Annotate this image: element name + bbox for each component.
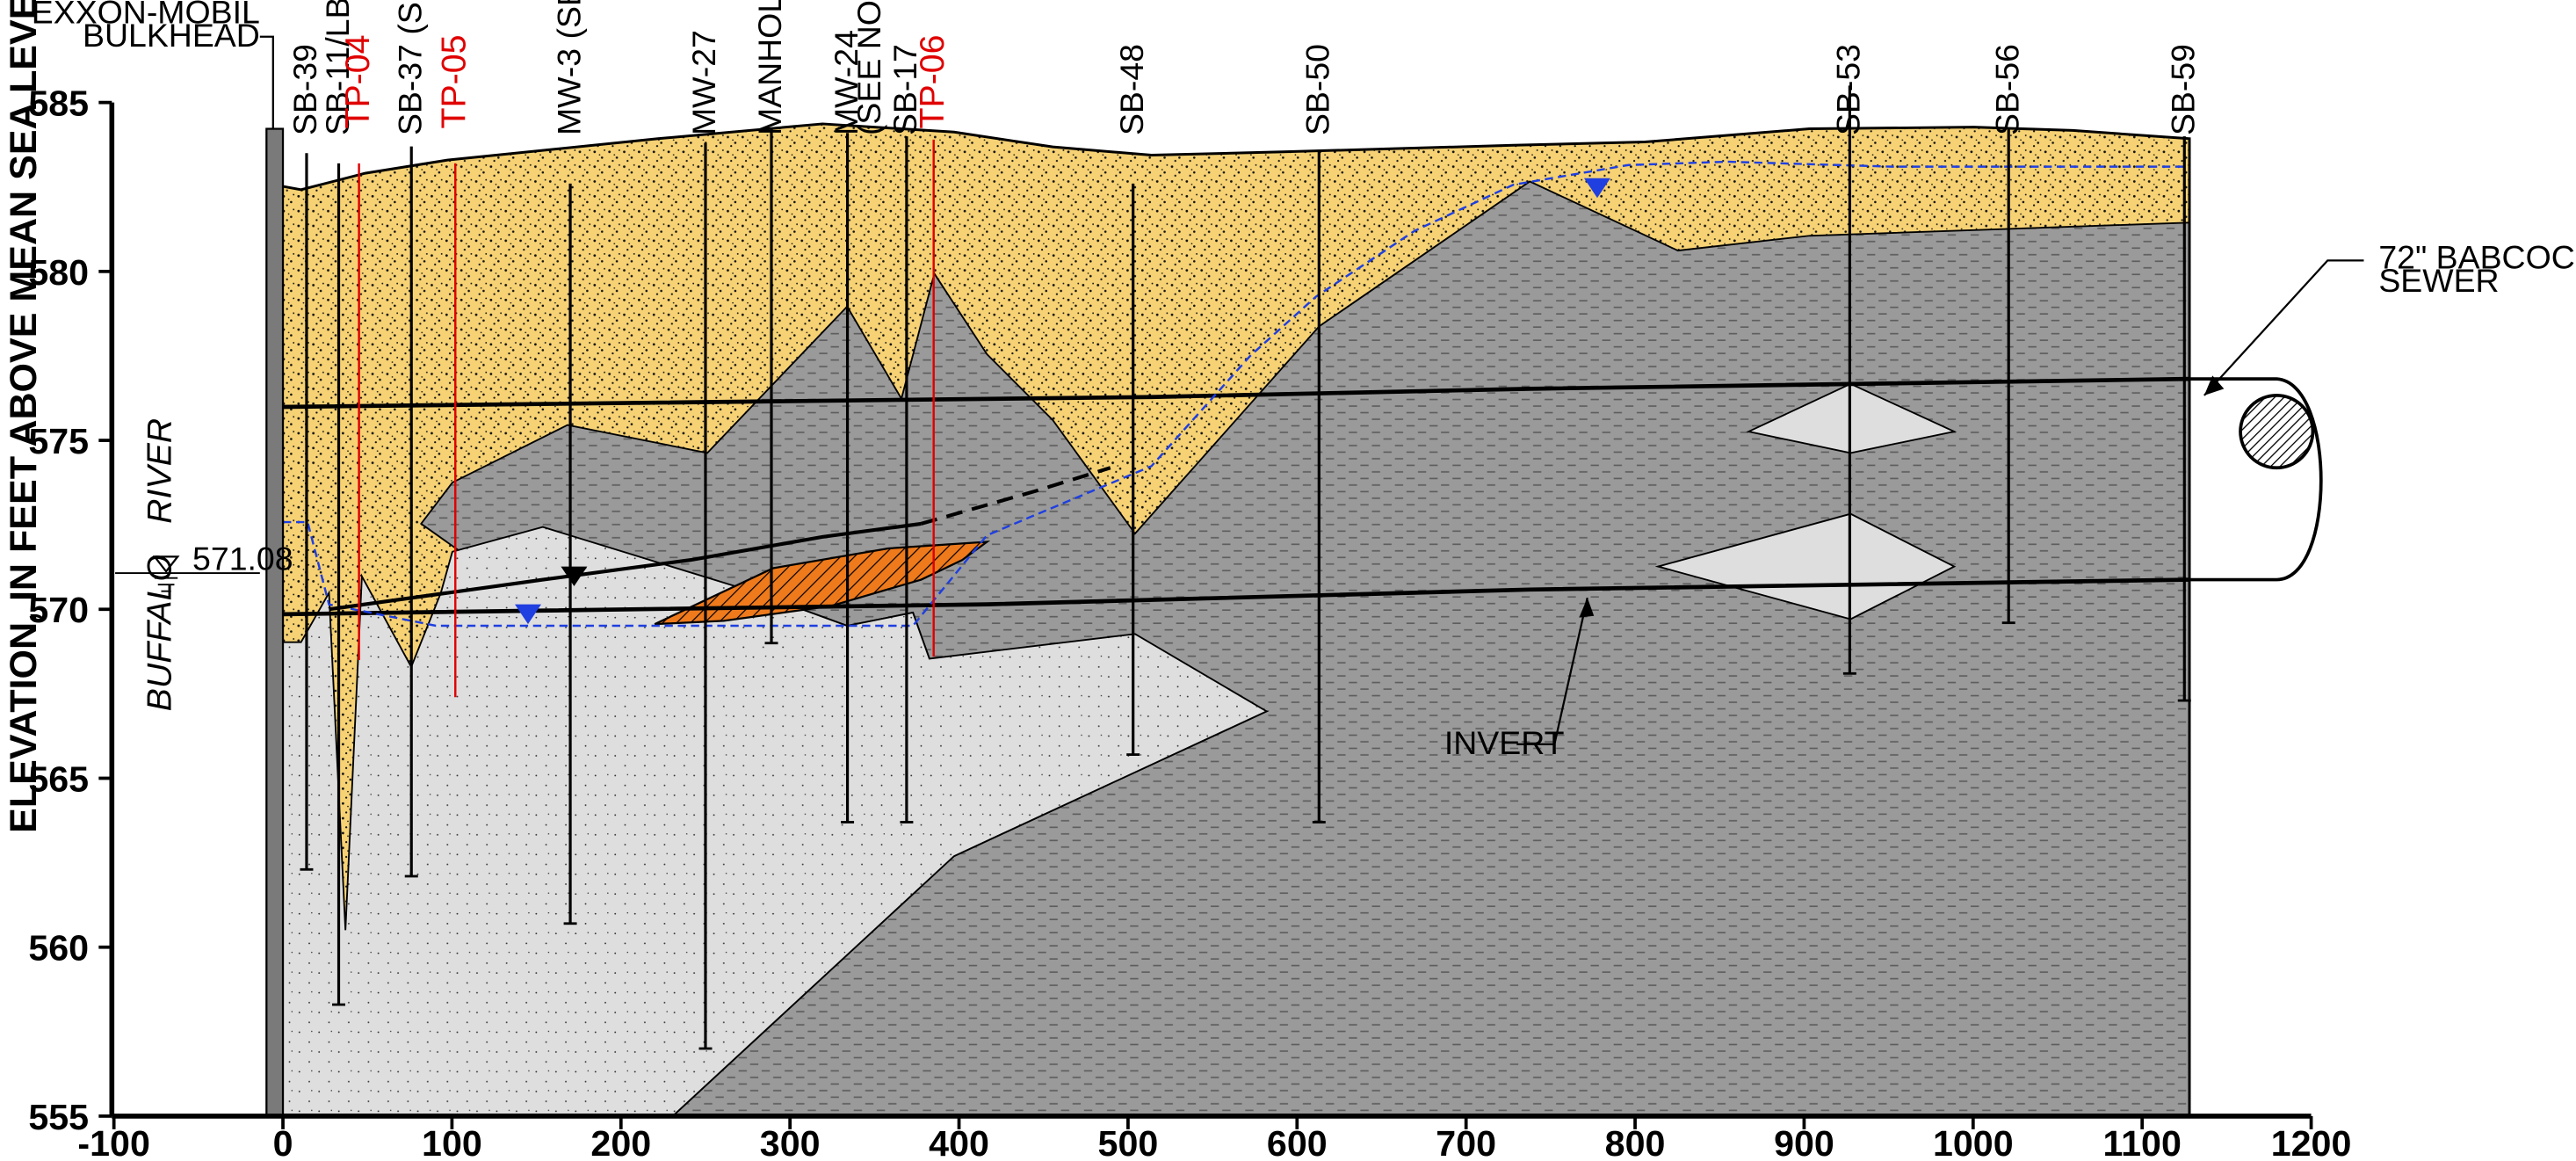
lnapl-extent-dashed bbox=[920, 466, 1111, 526]
x-tick-label: 1000 bbox=[1933, 1123, 2014, 1161]
groundwater-marker-blue-1 bbox=[515, 604, 541, 625]
x-tick-label: 200 bbox=[590, 1123, 651, 1161]
sewer-pipe-outline bbox=[2189, 377, 2323, 582]
boring-label: MW-24 bbox=[828, 30, 865, 135]
lnapl-extent-solid bbox=[329, 521, 922, 612]
buffalo-label: BUFFALO bbox=[141, 555, 179, 711]
sewer-invert-line bbox=[283, 577, 2190, 617]
x-tick-label: 0 bbox=[273, 1123, 293, 1161]
sewer-crown-line bbox=[283, 376, 2190, 410]
orange-lens bbox=[654, 541, 991, 626]
y-tick-label: 575 bbox=[28, 421, 89, 461]
x-tick-label: 500 bbox=[1098, 1123, 1159, 1161]
y-tick-label: 560 bbox=[28, 928, 89, 969]
x-tick-label: 300 bbox=[760, 1123, 821, 1161]
x-axis-ticks: -100 0 100 200 300 400 500 600 700 800 900 1000 1100… bbox=[77, 1115, 2352, 1161]
x-tick-label: 800 bbox=[1605, 1123, 1666, 1161]
y-axis-title: ELEVATION, IN FEET ABOVE MEAN SEA LEVEL bbox=[3, 0, 45, 833]
boring-label: TP-06 bbox=[913, 35, 952, 129]
boring-label: SB-50 bbox=[1299, 44, 1336, 135]
x-tick-label: 400 bbox=[929, 1123, 989, 1161]
sewer-leader bbox=[2203, 259, 2364, 396]
river-label: RIVER bbox=[141, 418, 179, 524]
x-tick-label: 1100 bbox=[2103, 1123, 2182, 1161]
y-tick-label: 565 bbox=[28, 758, 89, 799]
y-tick-label: 585 bbox=[28, 83, 89, 124]
boring-label: SB-53 bbox=[1830, 44, 1867, 135]
boring-label: SB-56 bbox=[1988, 44, 2025, 135]
y-axis-ticks: 555 560 565 570 575 580 585 bbox=[28, 83, 112, 1137]
strata bbox=[283, 123, 2190, 1115]
boring-label: SB-11/LB- bbox=[319, 0, 356, 135]
boring-label-2: (SEE NOTE bbox=[850, 0, 887, 135]
x-tick-label: -100 bbox=[77, 1123, 149, 1161]
water-level-label: 571.08 bbox=[192, 540, 293, 577]
boring-label: SB-37 (SEE bbox=[391, 0, 428, 135]
x-tick-label: 100 bbox=[422, 1123, 482, 1161]
bulkhead-leader bbox=[259, 35, 274, 129]
sewer-label-2: SEWER bbox=[2378, 262, 2499, 299]
bulkhead-label-2: BULKHEAD bbox=[83, 17, 260, 54]
boring-label: SB-48 bbox=[1113, 44, 1150, 135]
invert-leader bbox=[1516, 597, 1588, 745]
bulkhead-label-1: EXXON-MOBIL bbox=[32, 0, 260, 31]
boring-label: SB-17 bbox=[886, 44, 923, 135]
boring-label: SB-39 bbox=[286, 44, 323, 135]
sand-gravel-layer bbox=[283, 526, 1269, 1115]
invert-arrow-icon bbox=[1579, 598, 1595, 618]
y-tick-label: 580 bbox=[28, 252, 89, 293]
invert-label: INVERT bbox=[1444, 724, 1565, 761]
boring-label: TP-05 bbox=[434, 35, 473, 129]
groundwater-marker-blue-2 bbox=[1584, 178, 1610, 199]
water-level-icon bbox=[152, 555, 180, 574]
y-tick-label: 570 bbox=[28, 590, 89, 630]
sewer-pipe-section bbox=[2239, 393, 2315, 470]
boring-label: MANHOLE B bbox=[751, 0, 788, 135]
ground-surface bbox=[282, 122, 2191, 1115]
light-lens-upper bbox=[1746, 382, 1957, 454]
water-level-marker bbox=[115, 555, 260, 592]
boring-label: TP-04 bbox=[338, 35, 377, 129]
x-tick-label: 700 bbox=[1436, 1123, 1496, 1161]
light-lens-lower bbox=[1654, 512, 1957, 620]
x-tick-label: 600 bbox=[1267, 1123, 1328, 1161]
x-tick-label: 1200 bbox=[2271, 1123, 2352, 1161]
boring-label: SB-59 bbox=[2165, 44, 2202, 135]
bulkhead-wall bbox=[265, 127, 285, 1118]
sewer-label-1: 72" BABCOCK ST. bbox=[2378, 239, 2576, 276]
x-tick-label: 900 bbox=[1774, 1123, 1834, 1161]
water-table-line bbox=[283, 160, 2190, 628]
boring-label: MW-3 (SEE bbox=[550, 0, 587, 135]
y-tick-label: 555 bbox=[28, 1097, 89, 1137]
groundwater-marker-black bbox=[561, 566, 588, 587]
boring-label: MW-27 bbox=[685, 30, 722, 135]
